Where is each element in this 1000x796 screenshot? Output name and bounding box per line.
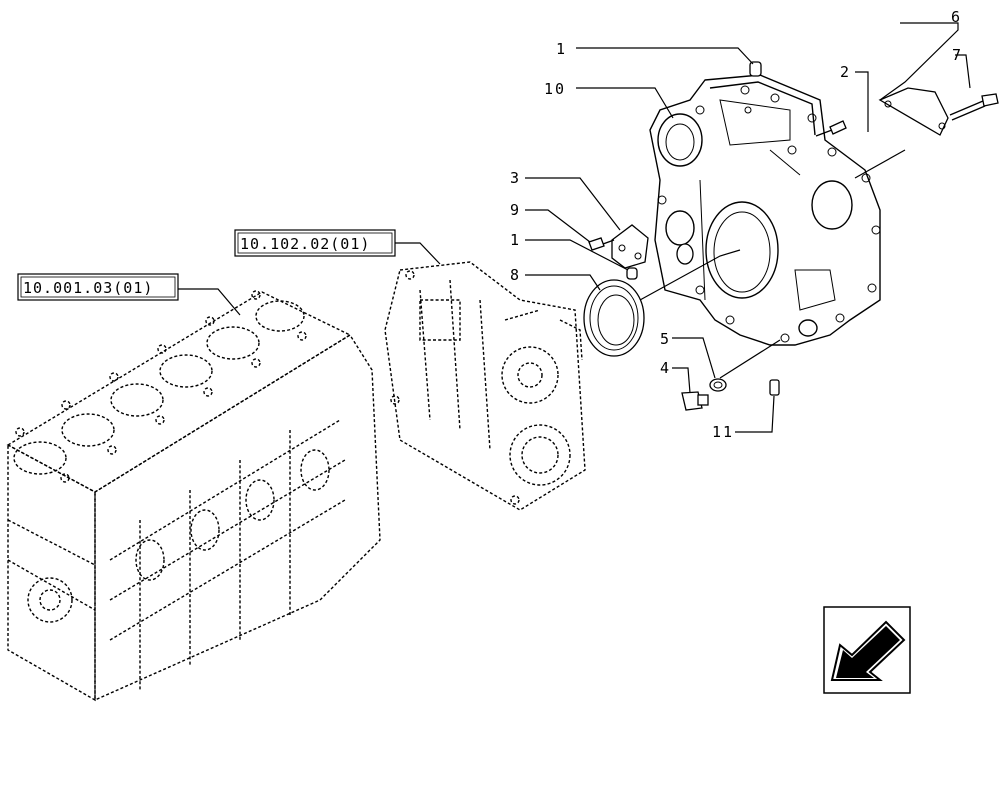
callout-7: 7: [952, 46, 963, 64]
reference-box-engine-block[interactable]: 10.001.03(01): [17, 273, 179, 301]
back-arrow-icon[interactable]: [823, 606, 911, 694]
callout-4: 4: [660, 359, 671, 377]
front-cover-drawing: [649, 74, 881, 346]
callout-6: 6: [951, 8, 962, 26]
reference-box-timing-housing[interactable]: 10.102.02(01): [234, 229, 396, 257]
timing-housing-drawing: [384, 261, 586, 511]
callout-11: 11: [712, 423, 734, 441]
callout-9: 9: [510, 201, 521, 219]
leader-lines: [177, 22, 971, 433]
callout-labels: 1 10 2 6 7 3 9 1 8 5 4 11: [510, 8, 963, 441]
callout-10: 10: [544, 80, 566, 98]
callout-2: 2: [840, 63, 851, 81]
callout-8: 8: [510, 266, 521, 284]
callout-1-top: 1: [556, 40, 567, 58]
engine-block-drawing: [6, 290, 381, 702]
reference-text-timing-housing: 10.102.02(01): [240, 235, 370, 253]
small-parts: [583, 61, 999, 411]
callout-1-mid: 1: [510, 231, 521, 249]
callout-3: 3: [510, 169, 521, 187]
callout-5: 5: [660, 330, 671, 348]
reference-text-engine-block: 10.001.03(01): [23, 279, 153, 297]
